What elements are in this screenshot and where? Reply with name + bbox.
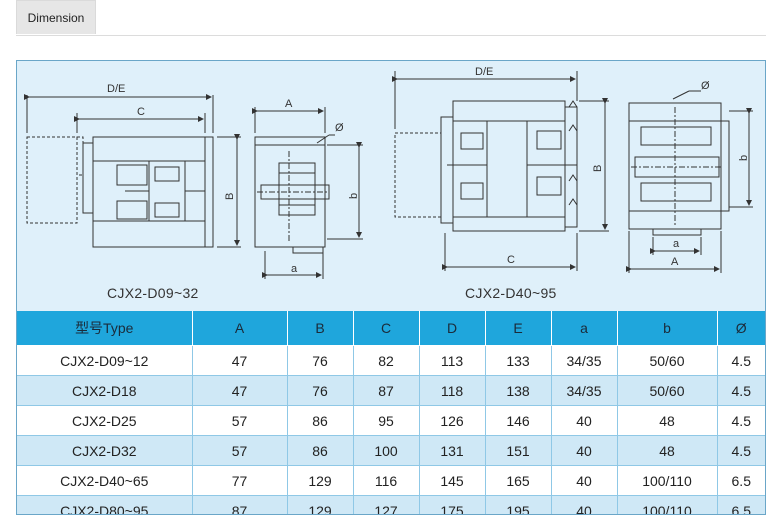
cell-a-small: 34/35: [551, 375, 618, 406]
table-row: CJX2-D25 57 86 95 126 146 40 48 4.5: [17, 405, 765, 436]
cell-d: 126: [419, 405, 486, 436]
cell-a: 77: [192, 465, 288, 496]
cell-b: 129: [287, 495, 354, 514]
cell-phi: 4.5: [717, 435, 765, 466]
cell-c: 100: [353, 435, 420, 466]
cell-a: 57: [192, 435, 288, 466]
cell-b-small: 48: [617, 435, 718, 466]
cell-e: 133: [485, 345, 552, 376]
right-dim-a-small-label: a: [673, 238, 680, 250]
table-row: CJX2-D80~95 87 129 127 175 195 40 100/11…: [17, 495, 765, 514]
cell-type: CJX2-D80~95: [17, 495, 193, 514]
cell-type: CJX2-D09~12: [17, 345, 193, 376]
cell-c: 127: [353, 495, 420, 514]
left-dim-a-small-label: a: [291, 263, 298, 275]
cell-phi: 4.5: [717, 345, 765, 376]
cell-type: CJX2-D25: [17, 405, 193, 436]
left-dim-de-label: D/E: [107, 83, 125, 95]
right-dim-de-label: D/E: [475, 66, 493, 78]
cell-a: 47: [192, 375, 288, 406]
header-b: B: [287, 311, 354, 346]
left-side-view: [26, 136, 214, 248]
left-dim-b-label: B: [224, 193, 236, 200]
cell-b-small: 50/60: [617, 375, 718, 406]
cell-phi: 4.5: [717, 405, 765, 436]
right-side-view: [394, 100, 578, 232]
cell-c: 82: [353, 345, 420, 376]
dimension-drawing: D/E C B A b a Ø D/E B C b a A Ø: [24, 66, 753, 279]
cell-b: 86: [287, 405, 354, 436]
table-header-row: 型号Type A B C D E a b Ø: [17, 311, 765, 346]
cell-e: 146: [485, 405, 552, 436]
table-row: CJX2-D09~12 47 76 82 113 133 34/35 50/60…: [17, 345, 765, 376]
cell-b: 129: [287, 465, 354, 496]
cell-a-small: 40: [551, 465, 618, 496]
dimension-table: 型号Type A B C D E a b Ø CJX2-D09~12 47 76…: [17, 311, 765, 514]
header-d: D: [419, 311, 486, 346]
right-dim-b-small-label: b: [738, 155, 750, 161]
cell-e: 195: [485, 495, 552, 514]
cell-type: CJX2-D32: [17, 435, 193, 466]
cell-a: 87: [192, 495, 288, 514]
cell-e: 151: [485, 435, 552, 466]
left-dim-phi-label: Ø: [335, 122, 344, 134]
right-front-view: [628, 90, 730, 236]
header-phi: Ø: [717, 311, 765, 346]
left-front-view: [254, 134, 335, 254]
cell-b-small: 100/110: [617, 495, 718, 514]
cell-a: 47: [192, 345, 288, 376]
header-a-small: a: [551, 311, 618, 346]
table-row: CJX2-D18 47 76 87 118 138 34/35 50/60 4.…: [17, 375, 765, 406]
cell-b-small: 50/60: [617, 345, 718, 376]
cell-c: 116: [353, 465, 420, 496]
cell-a-small: 34/35: [551, 345, 618, 376]
cell-b: 86: [287, 435, 354, 466]
cell-b: 76: [287, 345, 354, 376]
cell-a-small: 40: [551, 435, 618, 466]
right-dim-b-label: B: [592, 165, 604, 172]
cell-d: 131: [419, 435, 486, 466]
header-c: C: [353, 311, 420, 346]
cell-b-small: 100/110: [617, 465, 718, 496]
header-b-small: b: [617, 311, 718, 346]
cell-a-small: 40: [551, 495, 618, 514]
cell-b: 76: [287, 375, 354, 406]
cell-c: 87: [353, 375, 420, 406]
header-a: A: [192, 311, 288, 346]
cell-a: 57: [192, 405, 288, 436]
cell-phi: 6.5: [717, 465, 765, 496]
right-dim-a-label: A: [671, 256, 679, 268]
cell-d: 118: [419, 375, 486, 406]
right-drawing-caption: CJX2-D40~95: [465, 285, 557, 301]
cell-phi: 4.5: [717, 375, 765, 406]
header-e: E: [485, 311, 552, 346]
table-row: CJX2-D40~65 77 129 116 145 165 40 100/11…: [17, 465, 765, 496]
cell-d: 145: [419, 465, 486, 496]
dimension-panel: D/E C B A b a Ø D/E B C b a A Ø CJX2-D09…: [16, 60, 766, 515]
left-drawing-caption: CJX2-D09~32: [107, 285, 199, 301]
cell-c: 95: [353, 405, 420, 436]
cell-d: 113: [419, 345, 486, 376]
cell-d: 175: [419, 495, 486, 514]
cell-b-small: 48: [617, 405, 718, 436]
left-dim-a-label: A: [285, 98, 293, 110]
cell-e: 165: [485, 465, 552, 496]
tab-bar: Dimension: [16, 0, 766, 36]
table-row: CJX2-D32 57 86 100 131 151 40 48 4.5: [17, 435, 765, 466]
cell-type: CJX2-D40~65: [17, 465, 193, 496]
cell-phi: 6.5: [717, 495, 765, 514]
right-dim-c-label: C: [507, 254, 515, 266]
cell-e: 138: [485, 375, 552, 406]
left-dim-b-small-label: b: [348, 193, 360, 199]
tab-dimension[interactable]: Dimension: [16, 0, 96, 34]
right-dim-phi-label: Ø: [701, 80, 710, 92]
cell-a-small: 40: [551, 405, 618, 436]
left-dim-c-label: C: [137, 106, 145, 118]
cell-type: CJX2-D18: [17, 375, 193, 406]
header-type: 型号Type: [17, 311, 193, 346]
